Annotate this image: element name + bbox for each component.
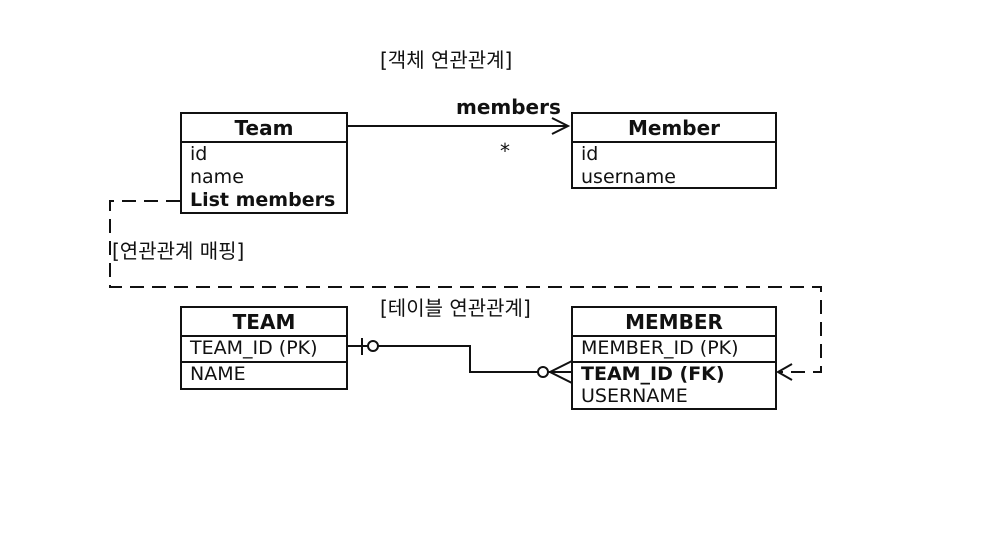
- team-table-divider-2: [182, 361, 346, 363]
- member-class-divider: [573, 141, 775, 143]
- team-table-divider-1: [182, 335, 346, 337]
- team-class-divider: [182, 141, 346, 143]
- team-class-field-members: List members: [190, 189, 336, 211]
- table-relation-heading: [테이블 연관관계]: [380, 296, 531, 320]
- member-table-title: MEMBER: [625, 310, 723, 334]
- object-relation-heading: [객체 연관관계]: [380, 48, 513, 72]
- erd-crowfoot: [547, 360, 573, 384]
- member-class-field-id: id: [581, 143, 599, 165]
- mapping-label: [연관관계 매핑]: [112, 239, 245, 263]
- erd-relationship-line: [344, 345, 572, 373]
- team-class-title: Team: [234, 116, 294, 140]
- erd-zero-circle-team: [367, 340, 379, 352]
- team-class-field-name: name: [190, 166, 244, 188]
- team-table-field-team-id: TEAM_ID (PK): [190, 337, 318, 359]
- mapping-dashed-line: [109, 200, 822, 373]
- team-table-field-name: NAME: [190, 363, 246, 385]
- member-class-field-username: username: [581, 166, 676, 188]
- member-table-field-username: USERNAME: [581, 385, 688, 407]
- association-arrowhead: [551, 117, 571, 135]
- member-table-field-team-id: TEAM_ID (FK): [581, 363, 725, 385]
- member-table-field-member-id: MEMBER_ID (PK): [581, 337, 739, 359]
- team-table-title: TEAM: [232, 310, 296, 334]
- team-table-box: TEAM TEAM_ID (PK) NAME: [180, 306, 348, 390]
- association-role-name: members: [456, 95, 561, 119]
- association-multiplicity: *: [500, 139, 510, 163]
- team-class-box: Team id name List members: [180, 112, 348, 214]
- member-class-box: Member id username: [571, 112, 777, 189]
- erd-zero-circle-member: [537, 366, 549, 378]
- mapping-arrowhead: [775, 363, 793, 381]
- member-table-box: MEMBER MEMBER_ID (PK) TEAM_ID (FK) USERN…: [571, 306, 777, 410]
- member-table-divider-2: [573, 361, 775, 363]
- member-table-divider-1: [573, 335, 775, 337]
- member-class-title: Member: [627, 116, 721, 140]
- team-class-field-id: id: [190, 143, 208, 165]
